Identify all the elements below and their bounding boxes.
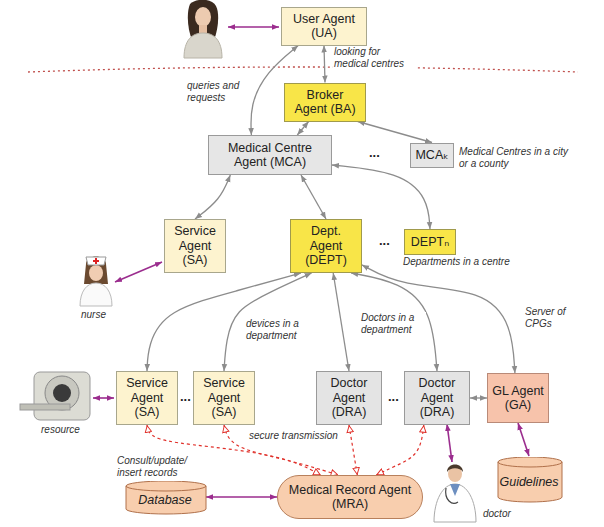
node-label: Medical Centre Agent (MCA): [213, 141, 327, 170]
cylinder-rim: [126, 486, 206, 491]
agent-link: [224, 273, 312, 371]
agent-link: [301, 175, 326, 219]
edge-label: Consult/update/ insert records: [116, 455, 202, 478]
ellipsis-mark: ...: [387, 390, 400, 405]
scanner-figure: [20, 372, 90, 420]
face: [195, 7, 211, 27]
stethoscope: [446, 488, 458, 503]
user-figure: [184, 0, 222, 58]
node-label: MCAₖ: [415, 148, 448, 162]
node-label: Service Agent (SA): [198, 376, 250, 419]
broker-agent-box: Broker Agent (BA): [284, 83, 366, 122]
guidelines-cylinder: Guidelines: [496, 456, 562, 502]
group-note: Doctors in a department: [360, 312, 426, 335]
access-link: [518, 423, 529, 456]
agent-link: [195, 175, 230, 219]
ellipsis-mark: ...: [368, 146, 381, 161]
actor-label: resource: [40, 424, 81, 436]
centre-agent-box: MCAₖ: [410, 143, 454, 168]
actor-label: doctor: [482, 508, 512, 520]
secure-link: [224, 425, 338, 475]
node-label: Dept. Agent (DEPT): [295, 224, 357, 267]
shirt: [450, 484, 460, 496]
edge-label: looking for medical centres: [333, 46, 417, 69]
doctor-agent-box: Doctor Agent (DRA): [404, 371, 470, 425]
node-label: Doctor Agent (DRA): [409, 376, 465, 419]
secure-link: [349, 425, 357, 475]
agent-link: [333, 273, 349, 371]
doctor-figure: [434, 465, 476, 523]
hair: [447, 465, 463, 473]
node-label: Database: [138, 493, 192, 507]
agent-link: [324, 46, 325, 83]
interaction-arrow: [93, 397, 114, 399]
interaction-arrow: [228, 26, 279, 28]
agent-link: [470, 397, 487, 398]
group-note: devices in a department: [245, 318, 307, 341]
node-label: Medical Record Agent (MRA): [282, 483, 418, 512]
uniform: [80, 283, 112, 306]
department-agent-box: Dept. Agent (DEPT): [290, 219, 362, 273]
coat: [434, 484, 476, 522]
cylinder-body: [126, 481, 206, 514]
service-agent-box: Service Agent (SA): [193, 371, 255, 425]
record-agent-box: Medical Record Agent (MRA): [277, 475, 423, 519]
database-cylinder: Database: [124, 480, 206, 514]
service-agent-box: Service Agent (SA): [116, 371, 178, 425]
nurse-figure: [80, 257, 112, 307]
user-agent-box: User Agent (UA): [281, 7, 367, 46]
group-note: Departments in a centre: [402, 256, 529, 268]
node-label: User Agent (UA): [286, 12, 362, 41]
node-label: Service Agent (SA): [169, 224, 221, 267]
edge-label: queries and requests: [186, 80, 246, 103]
secure-link: [376, 425, 424, 475]
interaction-arrow: [115, 262, 162, 282]
scanner-bed: [20, 404, 70, 410]
node-label: Service Agent (SA): [121, 376, 173, 419]
agent-link: [297, 122, 308, 136]
scanner-body: [34, 372, 90, 420]
group-note: Server of CPGs: [524, 306, 574, 329]
face: [89, 265, 103, 281]
cap: [86, 257, 106, 265]
access-link: [206, 496, 277, 498]
agent-link: [351, 273, 437, 371]
node-label: DEPTₙ: [411, 235, 449, 249]
node-label: Doctor Agent (DRA): [321, 376, 377, 419]
doctor-agent-box: Doctor Agent (DRA): [316, 371, 382, 425]
cross: [93, 260, 99, 262]
channel-note: secure transmission: [248, 430, 339, 442]
node-label: Guidelines: [499, 475, 558, 489]
group-note: Medical Centres in a city or a county: [458, 146, 572, 169]
node-label: GL Agent (GA): [492, 384, 544, 413]
scanner-bore: [53, 384, 71, 402]
centre-agent-box: Medical Centre Agent (MCA): [208, 135, 332, 175]
interaction-arrow: [447, 424, 452, 462]
dress: [184, 33, 222, 58]
department-agent-box: DEPTₙ: [404, 229, 456, 255]
separator-line: [28, 67, 578, 72]
ellipsis-mark: ...: [179, 390, 192, 405]
actor-label: nurse: [80, 309, 107, 321]
node-label: Broker Agent (BA): [289, 88, 361, 117]
agent-link: [358, 122, 432, 143]
cylinder-body: [498, 457, 562, 502]
ellipsis-mark: ...: [378, 234, 391, 249]
hair: [84, 257, 108, 285]
service-agent-box: Service Agent (SA): [164, 219, 226, 273]
guideline-agent-box: GL Agent (GA): [487, 373, 549, 423]
cylinder-rim: [498, 462, 562, 467]
